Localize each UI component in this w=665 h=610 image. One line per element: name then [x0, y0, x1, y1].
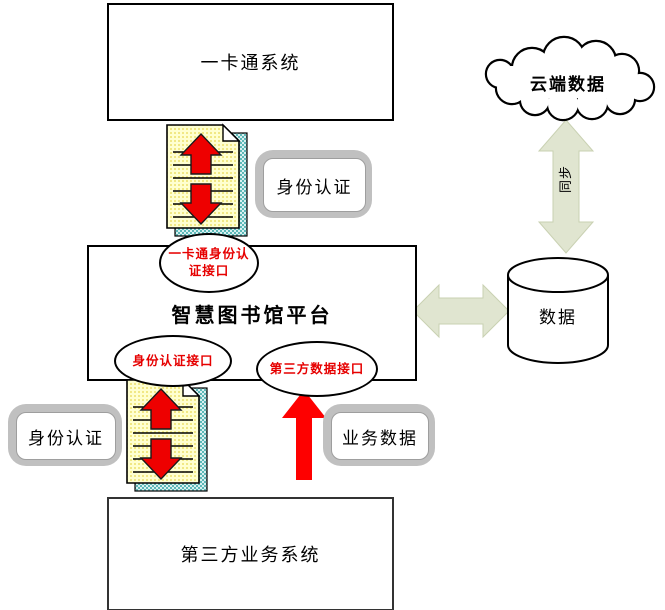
- document-sync-icon-top: [166, 123, 248, 237]
- node-onecard-system: 一卡通系统: [107, 3, 394, 121]
- cloud-icon: [484, 35, 656, 122]
- badge-auth-top-inner: 身份认证: [263, 158, 366, 212]
- badge-business-data-inner: 业务数据: [331, 412, 429, 460]
- interface-auth: 身份认证接口: [114, 335, 232, 387]
- cloud-label: 云端数据: [530, 74, 606, 94]
- onecard-system-label: 一卡通系统: [200, 53, 301, 73]
- badge-business-data: 业务数据: [323, 404, 435, 466]
- interface-third-party-data: 第三方数据接口: [256, 341, 378, 397]
- badge-auth-bottom: 身份认证: [8, 404, 122, 466]
- badge-auth-top: 身份认证: [255, 150, 372, 218]
- interface-onecard-auth: 一卡通身份认 证接口: [159, 233, 259, 293]
- sync-label: 同步: [558, 165, 573, 194]
- up-down-arrow-icon: [537, 119, 595, 254]
- red-up-arrow-icon: [282, 390, 326, 480]
- platform-label: 智慧图书馆平台: [171, 304, 333, 327]
- third-party-system-label: 第三方业务系统: [180, 545, 321, 565]
- left-right-arrow-icon: [412, 283, 510, 339]
- database-cylinder-icon: [507, 257, 609, 364]
- document-sync-icon-bottom: [126, 378, 208, 492]
- database-label: 数据: [539, 307, 577, 327]
- badge-auth-bottom-inner: 身份认证: [16, 412, 116, 460]
- node-third-party-system: 第三方业务系统: [107, 497, 394, 610]
